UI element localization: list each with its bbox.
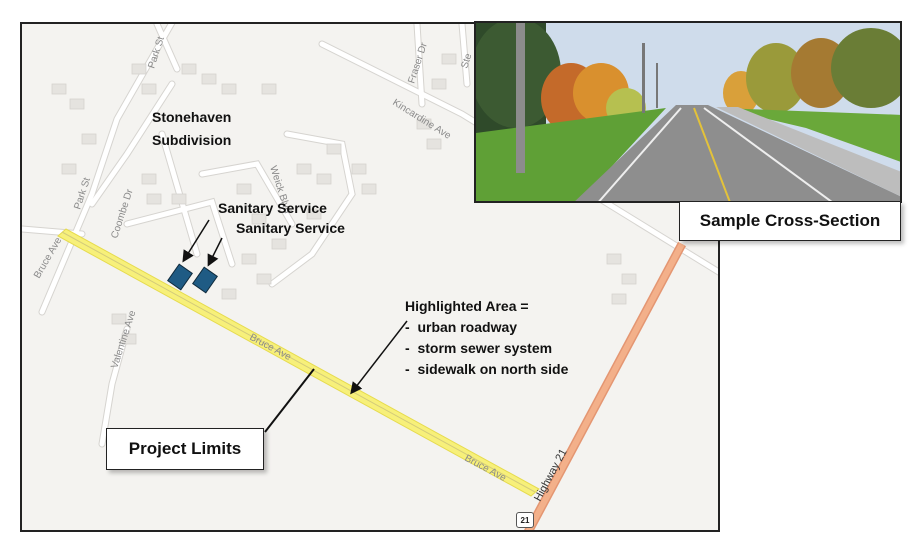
road-label-partial-st: Ste xyxy=(459,52,474,70)
road-label-park-st-1: Park St xyxy=(146,35,167,70)
highlighted-area-heading: Highlighted Area = xyxy=(405,298,529,314)
sanitary-service-marker-1 xyxy=(167,263,193,291)
subdivision-label-line2: Subdivision xyxy=(152,132,232,148)
sanitary-service-label-2: Sanitary Service xyxy=(236,220,345,236)
road-label-bruce-ave-2: Bruce Ave xyxy=(248,332,294,363)
building-footprints xyxy=(51,53,637,345)
sanitary-service-label-1: Sanitary Service xyxy=(218,200,327,216)
sanitary-arrow-2 xyxy=(207,237,223,267)
highlighted-area-item: urban roadway xyxy=(405,317,568,338)
road-label-coombe-dr: Coombe Dr xyxy=(109,187,135,240)
highlighted-area-arrow xyxy=(350,320,408,395)
project-limits-leader xyxy=(264,368,315,433)
sanitary-arrow-1 xyxy=(182,219,210,263)
highway-21-shield: 21 xyxy=(516,512,534,528)
bruce-ave-centerline xyxy=(61,231,536,493)
cross-section-photo xyxy=(474,21,902,203)
project-limits-box: Project Limits xyxy=(106,428,264,470)
subdivision-label-line1: Stonehaven xyxy=(152,109,232,125)
highlighted-area-list: urban roadway storm sewer system sidewal… xyxy=(405,317,568,380)
highlighted-area-item: storm sewer system xyxy=(405,338,568,359)
map-canvas: Park St Park St Coombe Dr Weick Blvd Fra… xyxy=(22,24,718,530)
road-label-fraser-dr: Fraser Dr xyxy=(406,41,430,85)
highlighted-area-item: sidewalk on north side xyxy=(405,359,568,380)
cross-section-caption: Sample Cross-Section xyxy=(679,201,901,241)
sanitary-service-marker-2 xyxy=(192,266,218,294)
street-photo-illustration xyxy=(476,23,900,201)
highlighted-area-legend: Highlighted Area = urban roadway storm s… xyxy=(405,296,568,380)
